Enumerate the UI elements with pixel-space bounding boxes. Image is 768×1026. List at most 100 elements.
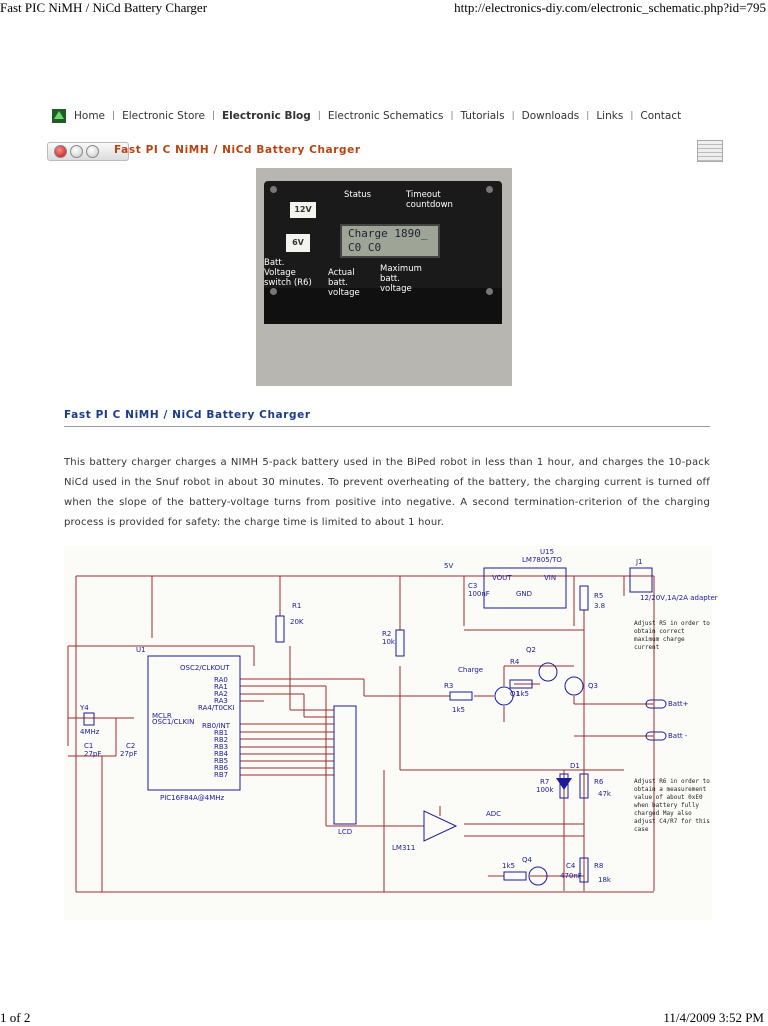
- label-q4: Q4: [522, 856, 533, 864]
- print-header-title: Fast PIC NiMH / NiCd Battery Charger: [0, 0, 208, 15]
- label-rb6: RB6: [214, 764, 229, 772]
- section-title: Fast PI C NiMH / NiCd Battery Charger: [64, 409, 311, 421]
- label-r7-value: 100k: [536, 786, 554, 794]
- label-r4: R4: [510, 658, 520, 666]
- label-osc2: OSC2/CLKOUT: [180, 664, 230, 672]
- print-header-url[interactable]: http://electronics-diy.com/electronic_sc…: [454, 0, 766, 15]
- label-r8-value: 18k: [598, 876, 612, 884]
- label-c3: C3: [468, 582, 477, 590]
- label-ra3: RA3: [214, 697, 228, 705]
- label-gnd: GND: [516, 590, 532, 598]
- sticker-12v: 12V: [290, 202, 316, 218]
- nav-electronic-schematics[interactable]: Electronic Schematics: [327, 110, 444, 122]
- label-vout: VOUT: [492, 574, 512, 582]
- article-paragraph: This battery charger charges a NIMH 5-pa…: [64, 457, 710, 528]
- label-actual: Actual batt. voltage: [328, 268, 360, 298]
- label-r3: R3: [444, 682, 453, 690]
- label-c2-value: 27pF: [120, 750, 137, 758]
- label-ra2: RA2: [214, 690, 228, 698]
- close-dot-icon[interactable]: [54, 145, 67, 158]
- nav-home[interactable]: Home: [74, 110, 106, 122]
- home-icon[interactable]: [52, 109, 66, 123]
- label-batt-plus: Batt+: [668, 700, 689, 708]
- label-charge: Charge: [458, 666, 483, 674]
- nav-links[interactable]: Links: [596, 110, 624, 122]
- label-u15: U15: [540, 548, 554, 556]
- lcd-line-2: C0 C0: [348, 241, 382, 254]
- label-rb0: RB0/INT: [202, 722, 231, 730]
- nav-electronic-blog[interactable]: Electronic Blog: [221, 110, 311, 122]
- screw-icon: [270, 186, 277, 193]
- label-rb1: RB1: [214, 729, 228, 737]
- label-rb4: RB4: [214, 750, 229, 758]
- label-osc1: OSC1/CLKIN: [152, 718, 194, 726]
- label-rb5: RB5: [214, 757, 228, 765]
- nav-separator: |: [450, 111, 454, 121]
- label-adc: ADC: [486, 810, 501, 818]
- label-timeout: Timeout countdown: [406, 190, 453, 210]
- label-u1: U1: [136, 646, 146, 654]
- label-adapter: 12/20V,1A/2A adapter: [640, 594, 718, 602]
- label-lcd: LCD: [338, 828, 352, 836]
- label-q4-resistor: 1k5: [502, 862, 515, 870]
- label-rb3: RB3: [214, 743, 228, 751]
- main-nav: Home | Electronic Store | Electronic Blo…: [52, 109, 681, 123]
- window-controls: [47, 142, 129, 161]
- label-c3-value: 100nF: [468, 590, 490, 598]
- screw-icon: [486, 186, 493, 193]
- lcd-line-1: Charge 1890_: [348, 227, 428, 240]
- label-y4: Y4: [79, 704, 89, 712]
- label-ra4: RA4/T0CKI: [198, 704, 234, 712]
- label-5v: 5V: [444, 562, 453, 570]
- print-footer-page: 1 of 2: [0, 1010, 31, 1025]
- label-r1: R1: [292, 602, 301, 610]
- label-ra0: RA0: [214, 676, 228, 684]
- nav-downloads[interactable]: Downloads: [521, 110, 580, 122]
- label-ra1: RA1: [214, 683, 228, 691]
- label-c4: C4: [566, 862, 576, 870]
- nav-separator: |: [211, 111, 215, 121]
- page-breadcrumb: Fast PI C NiMH / NiCd Battery Charger: [114, 144, 361, 156]
- nav-separator: |: [586, 111, 590, 121]
- label-d1: D1: [570, 762, 580, 770]
- nav-tutorials[interactable]: Tutorials: [460, 110, 505, 122]
- charger-enclosure-base: [264, 288, 502, 324]
- charger-photo: 12V 6V Charge 1890_ C0 C0 Status Timeout…: [256, 168, 512, 386]
- print-footer-datetime: 11/4/2009 3:52 PM: [663, 1010, 764, 1025]
- label-r4-value: 1k5: [516, 690, 529, 698]
- minimize-dot-icon[interactable]: [70, 145, 83, 158]
- section-divider: [64, 426, 710, 427]
- screw-icon: [270, 288, 277, 295]
- label-c1: C1: [84, 742, 93, 750]
- nav-separator: |: [112, 111, 116, 121]
- label-c4-value: 470nF: [560, 872, 582, 880]
- label-r1-value: 20K: [290, 618, 304, 626]
- label-r6: R6: [594, 778, 604, 786]
- lcd-display: Charge 1890_ C0 C0: [340, 224, 440, 258]
- label-r3-value: 1k5: [452, 706, 465, 714]
- label-r6-value: 47k: [598, 790, 612, 798]
- label-q3: Q3: [588, 682, 598, 690]
- label-c2: C2: [126, 742, 135, 750]
- label-r8: R8: [594, 862, 603, 870]
- label-j1: J1: [635, 558, 643, 566]
- screw-icon: [486, 288, 493, 295]
- nav-contact[interactable]: Contact: [640, 110, 682, 122]
- label-r2: R2: [382, 630, 391, 638]
- label-u15-part: LM7805/TO: [522, 556, 562, 564]
- label-batt-switch: Batt. Voltage switch (R6): [264, 258, 312, 288]
- note-adjust-r5: Adjust R5 in order to obtain correct max…: [634, 620, 710, 651]
- label-rb7: RB7: [214, 771, 228, 779]
- menu-lines-icon[interactable]: [697, 140, 723, 162]
- label-mclr: MCLR: [152, 712, 172, 720]
- label-lm311: LM311: [392, 844, 415, 852]
- label-batt-minus: Batt -: [668, 732, 688, 740]
- label-r7: R7: [540, 778, 549, 786]
- nav-electronic-store[interactable]: Electronic Store: [122, 110, 205, 122]
- label-status: Status: [344, 190, 372, 200]
- label-rb2: RB2: [214, 736, 228, 744]
- maximize-dot-icon[interactable]: [86, 145, 99, 158]
- label-vin: VIN: [544, 574, 556, 582]
- label-maximum: Maximum batt. voltage: [380, 264, 422, 294]
- label-pic: PIC16F84A@4MHz: [160, 794, 225, 802]
